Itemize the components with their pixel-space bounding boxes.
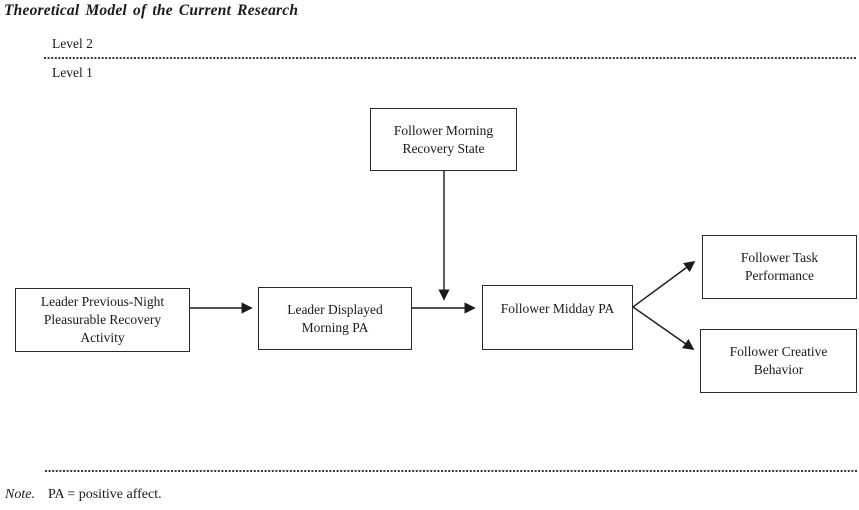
level1-label: Level 1 [52, 65, 93, 80]
node-follower-midday-pa: Follower Midday PA [482, 285, 633, 350]
level2-label: Level 2 [52, 36, 93, 51]
node-leader-previous-night-recovery-activity: Leader Previous-Night Pleasurable Recove… [15, 288, 190, 352]
figure-note: Note. PA = positive affect. [5, 487, 162, 503]
arrow-midday-pa-to-task-performance [632, 261, 696, 308]
node-follower-task-performance: Follower Task Performance [702, 235, 857, 299]
node-label: Leader Previous-Night Pleasurable Recove… [40, 294, 165, 345]
note-prefix: Note. [5, 487, 35, 502]
node-label: Follower Task Performance [740, 250, 819, 283]
node-label: Leader Displayed Morning PA [287, 301, 383, 335]
node-label: Follower Creative Behavior [729, 344, 828, 377]
node-label: Follower Midday PA [500, 300, 615, 316]
arrow-midday-pa-to-creative-behavior [632, 306, 695, 350]
node-follower-creative-behavior: Follower Creative Behavior [700, 329, 857, 393]
figure-title: Theoretical Model of the Current Researc… [4, 2, 299, 19]
note-text: PA = positive affect. [47, 487, 162, 502]
node-leader-displayed-morning-pa: Leader Displayed Morning PA [258, 287, 412, 350]
node-label: Follower Morning Recovery State [393, 122, 494, 156]
node-follower-morning-recovery-state: Follower Morning Recovery State [370, 108, 517, 171]
